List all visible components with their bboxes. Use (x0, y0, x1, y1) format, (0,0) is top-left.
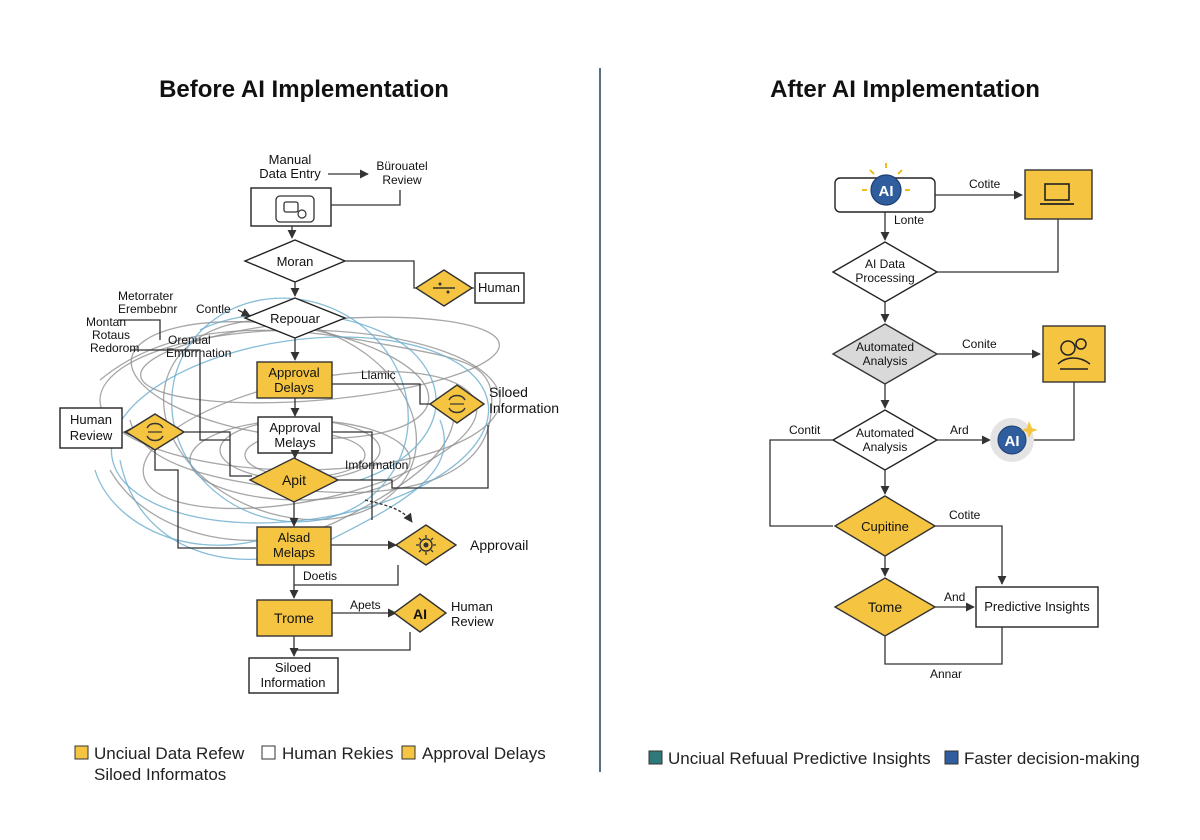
svg-text:Analysis: Analysis (863, 354, 908, 368)
svg-text:Automated: Automated (856, 426, 914, 440)
human-review-bottom-label: Human (451, 599, 493, 614)
svg-text:Information: Information (489, 400, 559, 416)
svg-text:Data Entry: Data Entry (259, 166, 321, 181)
svg-text:Redorom: Redorom (90, 341, 139, 355)
svg-text:Rotaus: Rotaus (92, 328, 130, 342)
right-title: After AI Implementation (770, 76, 1040, 103)
svg-text:Manual: Manual (269, 152, 312, 167)
svg-text:Trome: Trome (274, 610, 314, 626)
legend-item-3: Approval Delays (422, 744, 546, 763)
cotite-mid-label: Cotite (949, 508, 981, 522)
svg-text:Alsad: Alsad (278, 530, 311, 545)
analytics-icon (1057, 338, 1091, 370)
approval-melays-box (257, 416, 333, 454)
legend-swatch-2 (261, 745, 276, 760)
chat-icon (283, 201, 307, 219)
svg-text:Siloed: Siloed (275, 660, 311, 675)
human-box-top (474, 272, 525, 304)
apets-label: Apets (350, 598, 381, 612)
right-legend: Unciual Refuual Predictive Insights Fast… (648, 749, 1140, 768)
orenual-label: Orenual (168, 333, 211, 347)
swap-icon-2 (146, 422, 164, 442)
siloed-information-label: Siloed (489, 384, 528, 400)
legend-item-5: Faster decision-making (964, 749, 1140, 768)
annar-label: Annar (930, 667, 962, 681)
svg-text:Analysis: Analysis (863, 440, 908, 454)
laptop-icon (1040, 183, 1074, 205)
approval-label: Approvail (470, 537, 528, 553)
ai-sun-icon: AI (862, 163, 910, 206)
doetis-label: Doetis (303, 569, 337, 583)
contle-label: Contle (196, 302, 231, 316)
svg-text:AI: AI (879, 183, 894, 200)
clamic-label: Llamic (361, 368, 396, 382)
svg-text:Delays: Delays (274, 380, 314, 395)
legend-swatch-3 (401, 745, 416, 760)
cotite-top-label: Cotite (969, 177, 1001, 191)
repouar-label: Repouar (270, 311, 321, 326)
left-title: Before AI Implementation (159, 76, 449, 103)
predictive-insights-box (975, 586, 1099, 628)
legend-swatch-4 (648, 750, 663, 765)
legend-item-1: Unciual Data Refew (94, 744, 245, 763)
gear-icon (416, 535, 436, 555)
svg-text:Review: Review (382, 173, 422, 187)
svg-text:Erembebnr: Erembebnr (118, 302, 177, 316)
svg-text:Review: Review (70, 428, 113, 443)
ai-diamond-bottom (392, 593, 448, 633)
legend-item-1-sub: Siloed Informatos (94, 765, 226, 784)
trome-box (256, 599, 333, 637)
ai-input-node: AI (834, 163, 936, 213)
legend-swatch-5 (944, 750, 959, 765)
and-label: And (944, 590, 965, 604)
buroual-review-label: Bürouatel (376, 159, 427, 173)
svg-text:AI: AI (413, 606, 427, 622)
svg-text:Information: Information (260, 675, 325, 690)
moran-label: Moran (277, 254, 314, 269)
svg-text:Processing: Processing (855, 271, 914, 285)
svg-text:Human: Human (70, 412, 112, 427)
ai-mid-badge: AI (990, 418, 1038, 462)
analytics-box (1042, 325, 1106, 383)
contit-label: Contit (789, 423, 821, 437)
svg-text:Human: Human (478, 280, 520, 295)
alsad-melaps-box (256, 526, 332, 566)
legend-swatch-1 (74, 745, 89, 760)
legend-item-4: Unciual Refuual Predictive Insights (668, 749, 931, 768)
svg-text:AI: AI (1005, 433, 1020, 450)
left-legend: Unciual Data Refew Siloed Informatos Hum… (74, 744, 546, 784)
conite-label: Conite (962, 337, 997, 351)
information-label: Imformation (345, 458, 408, 472)
laptop-box (1024, 169, 1093, 220)
svg-text:AI Data: AI Data (865, 257, 905, 271)
svg-text:Automated: Automated (856, 340, 914, 354)
svg-text:Tome: Tome (868, 599, 902, 615)
human-review-left-box (59, 407, 123, 449)
svg-text:Approval: Approval (269, 420, 320, 435)
svg-text:Embrrnation: Embrrnation (166, 346, 231, 360)
dots-icon (433, 282, 455, 294)
svg-text:Predictive Insights: Predictive Insights (984, 599, 1090, 614)
svg-text:Review: Review (451, 614, 494, 629)
svg-text:Melaps: Melaps (273, 545, 315, 560)
lonte-label: Lonte (894, 213, 924, 227)
metorater-label: Metorrater (118, 289, 173, 303)
svg-text:Melays: Melays (274, 435, 316, 450)
swap-icon (448, 394, 466, 414)
siloed-information-box (248, 657, 339, 694)
apit-label: Apit (282, 472, 306, 488)
manual-data-entry-node: Manual Data Entry (250, 152, 332, 227)
svg-text:Approval: Approval (268, 365, 319, 380)
montan-label: Montan (86, 315, 126, 329)
svg-text:Cupitine: Cupitine (861, 519, 909, 534)
legend-item-2: Human Rekies (282, 744, 394, 763)
ard-label: Ard (950, 423, 969, 437)
sparkle-icon (1021, 421, 1038, 438)
